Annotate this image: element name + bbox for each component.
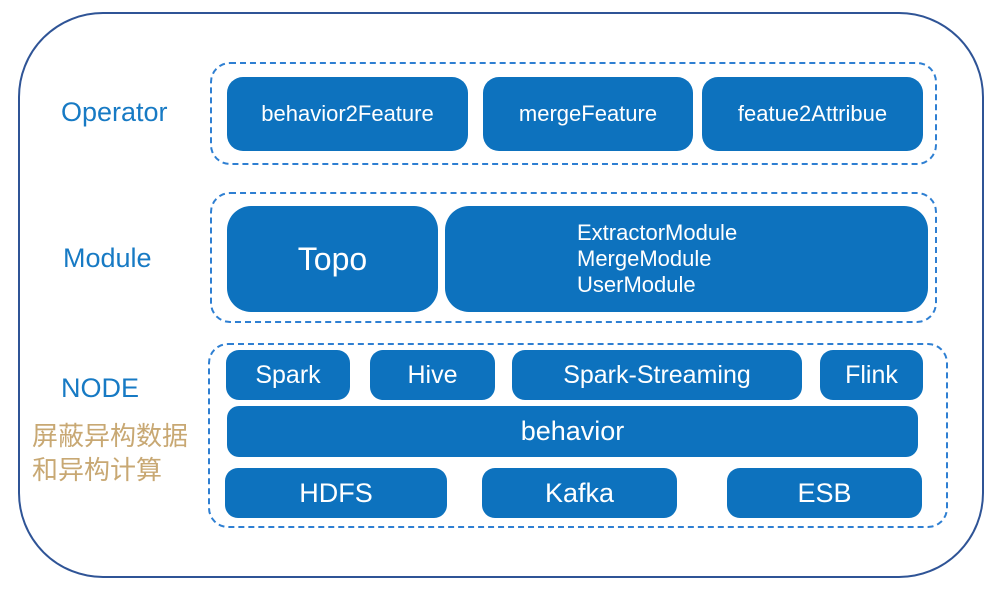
box-spark: Spark [226,350,350,400]
operator-row-label: Operator [61,97,168,127]
box-flink: Flink [820,350,923,400]
node-group-container [208,343,948,528]
box-module-list: ExtractorModule MergeModule UserModule [445,206,928,312]
module-list-line-user: UserModule [577,272,696,297]
node-annotation-line1: 屏蔽异构数据 [32,421,189,451]
outer-rounded-frame [18,12,984,578]
operator-group-container [210,62,937,165]
box-topo: Topo [227,206,438,312]
node-row-label: NODE [61,373,140,403]
box-hdfs: HDFS [225,468,447,518]
node-annotation: 屏蔽异构数据 和异构计算 [32,419,188,487]
module-list-line-merge: MergeModule [577,246,712,271]
module-group-container [210,192,937,323]
module-row-label: Module [63,243,152,273]
box-featue2attribue: featue2Attribue [702,77,923,151]
box-hive: Hive [370,350,495,400]
box-spark-streaming: Spark-Streaming [512,350,802,400]
box-kafka: Kafka [482,468,677,518]
box-behavior: behavior [227,406,918,457]
box-behavior2feature: behavior2Feature [227,77,468,151]
node-annotation-line2: 和异构计算 [32,455,163,485]
box-mergefeature: mergeFeature [483,77,693,151]
module-list-line-extractor: ExtractorModule [577,220,738,245]
box-esb: ESB [727,468,922,518]
